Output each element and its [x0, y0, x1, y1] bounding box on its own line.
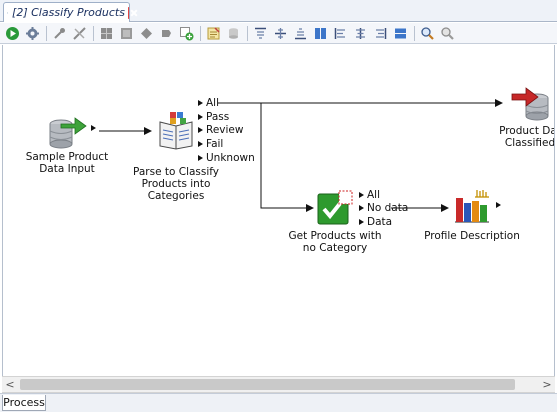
- zoom-out-button[interactable]: [438, 24, 456, 42]
- port-review[interactable]: Review: [198, 124, 243, 136]
- align-center-icon: [355, 27, 365, 39]
- label-line: Categories: [147, 190, 205, 202]
- toolbar-separator: [247, 25, 248, 41]
- database-input-icon[interactable]: [47, 115, 87, 151]
- port-label: No data: [367, 202, 409, 214]
- label-line: Products into: [141, 178, 211, 190]
- connect-icon: [53, 27, 65, 39]
- node-label-check: Get Products with no Category: [286, 230, 384, 254]
- editor-tab-strip: [2] Classify Products: [0, 0, 557, 22]
- label-line: Get Products with: [288, 230, 382, 242]
- shape-icon: [140, 27, 152, 39]
- align-bottom-icon: [294, 27, 306, 39]
- port-check-all[interactable]: All: [359, 189, 380, 201]
- align-middle-button[interactable]: [271, 24, 289, 42]
- align-top-icon: [254, 27, 266, 39]
- port-data[interactable]: Data: [359, 216, 392, 228]
- tab-process[interactable]: Process: [2, 395, 46, 411]
- node-label-output: Product Dat Classified: [497, 125, 555, 149]
- rows-button[interactable]: [391, 24, 409, 42]
- scroll-thumb[interactable]: [20, 379, 515, 390]
- database-output-icon[interactable]: [510, 86, 552, 122]
- rows-icon: [394, 28, 406, 38]
- disconnect-icon: [72, 26, 86, 40]
- label-line: Parse to Classify: [132, 166, 220, 178]
- close-icon[interactable]: [127, 6, 129, 19]
- label-line: Sample Product: [25, 151, 109, 163]
- port-label: Data: [367, 216, 393, 228]
- label-line: Data Input: [39, 163, 95, 175]
- checkmark-filter-icon[interactable]: [316, 190, 354, 226]
- align-right-icon: [375, 27, 386, 39]
- columns-button[interactable]: [311, 24, 329, 42]
- zoom-out-icon: [440, 26, 454, 40]
- toolbar-separator: [46, 25, 47, 41]
- toolbar-separator: [414, 25, 415, 41]
- disconnect-button[interactable]: [70, 24, 88, 42]
- align-middle-icon: [274, 27, 286, 39]
- port-label: All: [206, 97, 220, 109]
- align-left-icon: [334, 27, 345, 39]
- align-center-button[interactable]: [351, 24, 369, 42]
- port-profile-output[interactable]: [496, 202, 504, 208]
- shape-button[interactable]: [137, 24, 155, 42]
- port-label: Review: [206, 124, 244, 136]
- grid-alt-button[interactable]: [117, 24, 135, 42]
- report-icon: [207, 26, 220, 39]
- align-bottom-button[interactable]: [291, 24, 309, 42]
- port-label: Pass: [206, 111, 230, 123]
- align-right-button[interactable]: [371, 24, 389, 42]
- parse-book-icon[interactable]: [156, 110, 196, 150]
- zoom-in-icon: [420, 26, 434, 40]
- grid-icon: [100, 27, 112, 39]
- settings-button[interactable]: [23, 24, 41, 42]
- tab-title: [2] Classify Products: [12, 6, 125, 19]
- grid-alt-icon: [120, 27, 132, 39]
- node-label-parse: Parse to Classify Products into Categori…: [129, 166, 223, 202]
- port-no-data[interactable]: No data: [359, 202, 408, 214]
- port-unknown[interactable]: Unknown: [198, 152, 255, 164]
- shape-alt-icon: [161, 29, 171, 37]
- port-label: All: [367, 189, 381, 201]
- grid-button[interactable]: [97, 24, 115, 42]
- process-icon: [7, 11, 9, 14]
- tab-classify-products[interactable]: [2] Classify Products: [3, 2, 130, 22]
- align-left-button[interactable]: [331, 24, 349, 42]
- port-label: Fail: [206, 138, 224, 150]
- connect-button[interactable]: [50, 24, 68, 42]
- zoom-in-button[interactable]: [418, 24, 436, 42]
- port-label: Unknown: [206, 152, 255, 164]
- port-sample-output[interactable]: [91, 125, 99, 131]
- label-line: Product Dat: [499, 125, 555, 137]
- port-pass[interactable]: Pass: [198, 111, 229, 123]
- link-parse-to-check: [260, 103, 314, 212]
- process-canvas[interactable]: Sample Product Data Input Parse to Class…: [2, 45, 555, 376]
- connection-lines: [99, 99, 503, 212]
- bottom-tab-strip: Process: [0, 393, 557, 412]
- add-icon: [179, 26, 193, 40]
- node-label-profile: Profile Description: [424, 230, 520, 242]
- label-line: Classified: [504, 137, 555, 149]
- shape-alt-button[interactable]: [157, 24, 175, 42]
- db-button[interactable]: [224, 24, 242, 42]
- run-icon: [5, 26, 19, 40]
- bar-chart-icon[interactable]: [453, 188, 493, 224]
- process-toolbar: [0, 23, 557, 44]
- columns-icon: [314, 27, 326, 39]
- scroll-right-button[interactable]: >: [542, 378, 552, 391]
- add-node-button[interactable]: [177, 24, 195, 42]
- node-label-sample: Sample Product Data Input: [22, 151, 112, 175]
- run-button[interactable]: [3, 24, 21, 42]
- report-button[interactable]: [204, 24, 222, 42]
- port-fail[interactable]: Fail: [198, 138, 223, 150]
- horizontal-scrollbar[interactable]: < >: [2, 376, 555, 393]
- scroll-left-button[interactable]: <: [5, 378, 15, 391]
- align-top-button[interactable]: [251, 24, 269, 42]
- toolbar-separator: [200, 25, 201, 41]
- port-all[interactable]: All: [198, 97, 219, 109]
- settings-icon: [25, 26, 39, 40]
- db-icon: [228, 27, 238, 39]
- label-line: no Category: [302, 242, 368, 254]
- toolbar-separator: [93, 25, 94, 41]
